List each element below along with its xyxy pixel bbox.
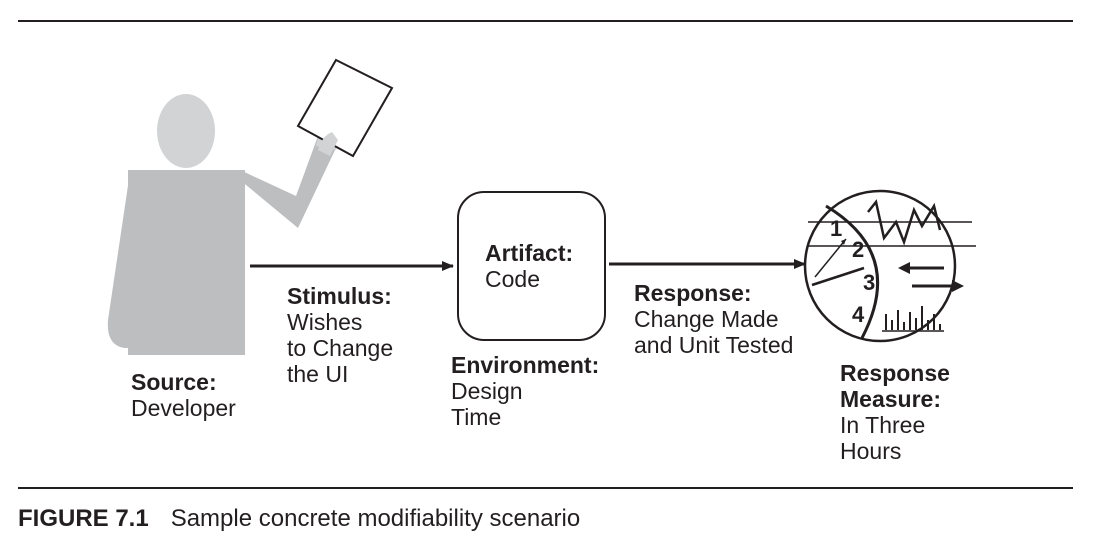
artifact-label: Artifact: Code — [485, 240, 573, 292]
paper-sheet-icon — [296, 58, 394, 158]
figure-number: FIGURE 7.1 — [18, 505, 149, 532]
dial-number-2: 2 — [852, 237, 864, 262]
stimulus-line: the UI — [287, 361, 349, 387]
source-label: Source: Developer — [131, 369, 236, 421]
dial-number-3: 3 — [863, 270, 875, 295]
stimulus-heading: Stimulus: — [287, 283, 392, 309]
source-heading: Source: — [131, 369, 217, 395]
response-measure-line: In Three — [840, 412, 926, 438]
response-measure-line: Hours — [840, 438, 902, 464]
bottom-rule — [18, 487, 1073, 489]
environment-label: Environment: Design Time — [451, 352, 599, 430]
response-label: Response: Change Made and Unit Tested — [634, 280, 793, 358]
environment-line: Time — [451, 404, 502, 430]
response-line: and Unit Tested — [634, 332, 794, 358]
dial-with-charts-icon: 1 2 3 4 — [803, 189, 976, 343]
scenario-diagram: 1 2 3 4 — [107, 58, 976, 355]
stimulus-label: Stimulus: Wishes to Change the UI — [287, 283, 393, 387]
stimulus-line: to Change — [287, 335, 394, 361]
stimulus-line: Wishes — [287, 309, 363, 335]
environment-line: Design — [451, 378, 523, 404]
response-heading: Response: — [634, 280, 752, 306]
response-measure-heading: Measure: — [840, 386, 941, 412]
figure-caption-text: Sample concrete modifiability scenario — [170, 505, 581, 532]
response-line: Change Made — [634, 306, 779, 332]
artifact-box — [457, 191, 606, 341]
response-measure-heading: Response — [840, 360, 950, 386]
artifact-heading: Artifact: — [485, 240, 574, 266]
developer-figure-icon — [107, 94, 340, 355]
source-value: Developer — [131, 395, 236, 421]
dial-number-4: 4 — [852, 302, 865, 327]
artifact-value: Code — [485, 266, 540, 292]
response-measure-label: Response Measure: In Three Hours — [840, 360, 950, 464]
dial-number-1: 1 — [830, 216, 842, 241]
figure-caption: FIGURE 7.1 Sample concrete modifiability … — [18, 505, 580, 533]
environment-heading: Environment: — [451, 352, 600, 378]
top-rule — [18, 20, 1073, 22]
